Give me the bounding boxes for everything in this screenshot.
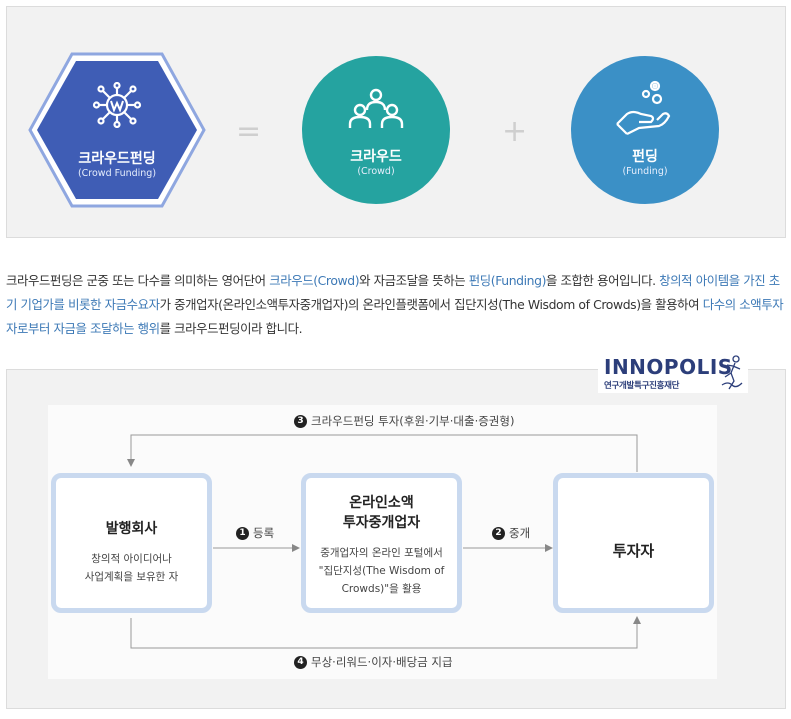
innopolis-logo: INNOPOLIS 연구개발특구진흥재단 bbox=[598, 353, 748, 393]
runner-figure-icon bbox=[720, 355, 744, 395]
issuer-desc-line2: 사업계획을 보유한 자 bbox=[84, 571, 179, 583]
investor-title: 투자자 bbox=[612, 542, 655, 560]
step2-label: 2 중개 bbox=[492, 525, 530, 541]
step4-number: 4 bbox=[294, 655, 307, 669]
intermediary-box: 온라인소액 투자중개업자 중개업자의 온라인 포털에서 "집단지성(The Wi… bbox=[301, 473, 462, 613]
arrow-investment bbox=[127, 434, 638, 472]
desc-text: 를 크라우드펀딩이라 합니다. bbox=[159, 321, 303, 336]
step3-number: 3 bbox=[294, 414, 307, 428]
desc-highlight-raising: 다수의 소액투자자로부터 자금을 조달하는 행위 bbox=[6, 297, 784, 336]
intermediary-desc-line1: 중개업자의 온라인 포털에서 bbox=[320, 547, 443, 559]
desc-text: 크라우드펀딩은 군중 또는 다수를 의미하는 영어단어 bbox=[6, 273, 270, 288]
step1-label: 1 등록 bbox=[236, 525, 274, 541]
plus-sign: + bbox=[502, 114, 528, 149]
desc-highlight-crowd: 크라우드(Crowd) bbox=[269, 273, 360, 288]
step1-number: 1 bbox=[236, 526, 249, 540]
desc-highlight-funding: 펀딩(Funding) bbox=[468, 273, 547, 288]
desc-text: 을 조합한 용어입니다. bbox=[546, 273, 660, 288]
crowdfunding-hexagon: 크라우드펀딩 (Crowd Funding) bbox=[28, 52, 206, 208]
crowd-title: 크라우드 bbox=[350, 149, 402, 165]
intermediary-title-line2: 투자중개업자 bbox=[342, 515, 421, 531]
arrow-payment bbox=[130, 616, 641, 649]
desc-highlight-demander: 창의적 아이템을 가진 초기 기업가를 비롯한 자금수요자 bbox=[6, 273, 780, 312]
intermediary-desc-line2: "집단지성(The Wisdom of bbox=[318, 565, 445, 577]
crowd-circle: 크라우드 (Crowd) bbox=[302, 56, 450, 204]
step3-label: 3 크라우드펀딩 투자(후원·기부·대출·증권형) bbox=[294, 413, 514, 429]
issuer-title: 발행회사 bbox=[105, 521, 158, 537]
funding-title: 펀딩 bbox=[632, 149, 658, 165]
issuer-box: 발행회사 창의적 아이디어나 사업계획을 보유한 자 bbox=[51, 473, 212, 613]
logo-subtitle: 연구개발특구진흥재단 bbox=[604, 381, 680, 391]
crowdfunding-description: 크라우드펀딩은 군중 또는 다수를 의미하는 영어단어 크라우드(Crowd)와… bbox=[6, 269, 786, 341]
hexagon-shape bbox=[28, 52, 206, 208]
intermediary-title-line1: 온라인소액 bbox=[349, 495, 414, 511]
hand-coins-icon bbox=[615, 80, 675, 142]
step2-text: 중개 bbox=[509, 526, 531, 540]
funding-circle: 펀딩 (Funding) bbox=[571, 56, 719, 204]
issuer-desc-line1: 창의적 아이디어나 bbox=[91, 553, 172, 565]
step1-text: 등록 bbox=[253, 526, 275, 540]
intermediary-desc-line3: Crowds)"을 활용 bbox=[341, 583, 422, 595]
desc-text: 가 중개업자(온라인소액투자중개업자)의 온라인플랫폼에서 집단지성(The W… bbox=[159, 297, 703, 312]
network-icon bbox=[92, 81, 142, 132]
step3-text: 크라우드펀딩 투자(후원·기부·대출·증권형) bbox=[311, 414, 515, 428]
equals-sign: = bbox=[236, 114, 262, 149]
desc-text: 와 자금조달을 뜻하는 bbox=[359, 273, 469, 288]
people-icon bbox=[346, 88, 406, 136]
logo-name: INNOPOLIS bbox=[604, 355, 733, 379]
step4-label: 4 무상·리워드·이자·배당금 지급 bbox=[294, 654, 453, 670]
step2-number: 2 bbox=[492, 526, 505, 540]
investor-box: 투자자 bbox=[553, 473, 714, 613]
step4-text: 무상·리워드·이자·배당금 지급 bbox=[311, 655, 453, 669]
funding-subtitle: (Funding) bbox=[622, 166, 668, 177]
crowdfunding-title: 크라우드펀딩 bbox=[78, 151, 156, 167]
crowd-subtitle: (Crowd) bbox=[357, 166, 395, 177]
crowdfunding-subtitle: (Crowd Funding) bbox=[77, 168, 157, 179]
